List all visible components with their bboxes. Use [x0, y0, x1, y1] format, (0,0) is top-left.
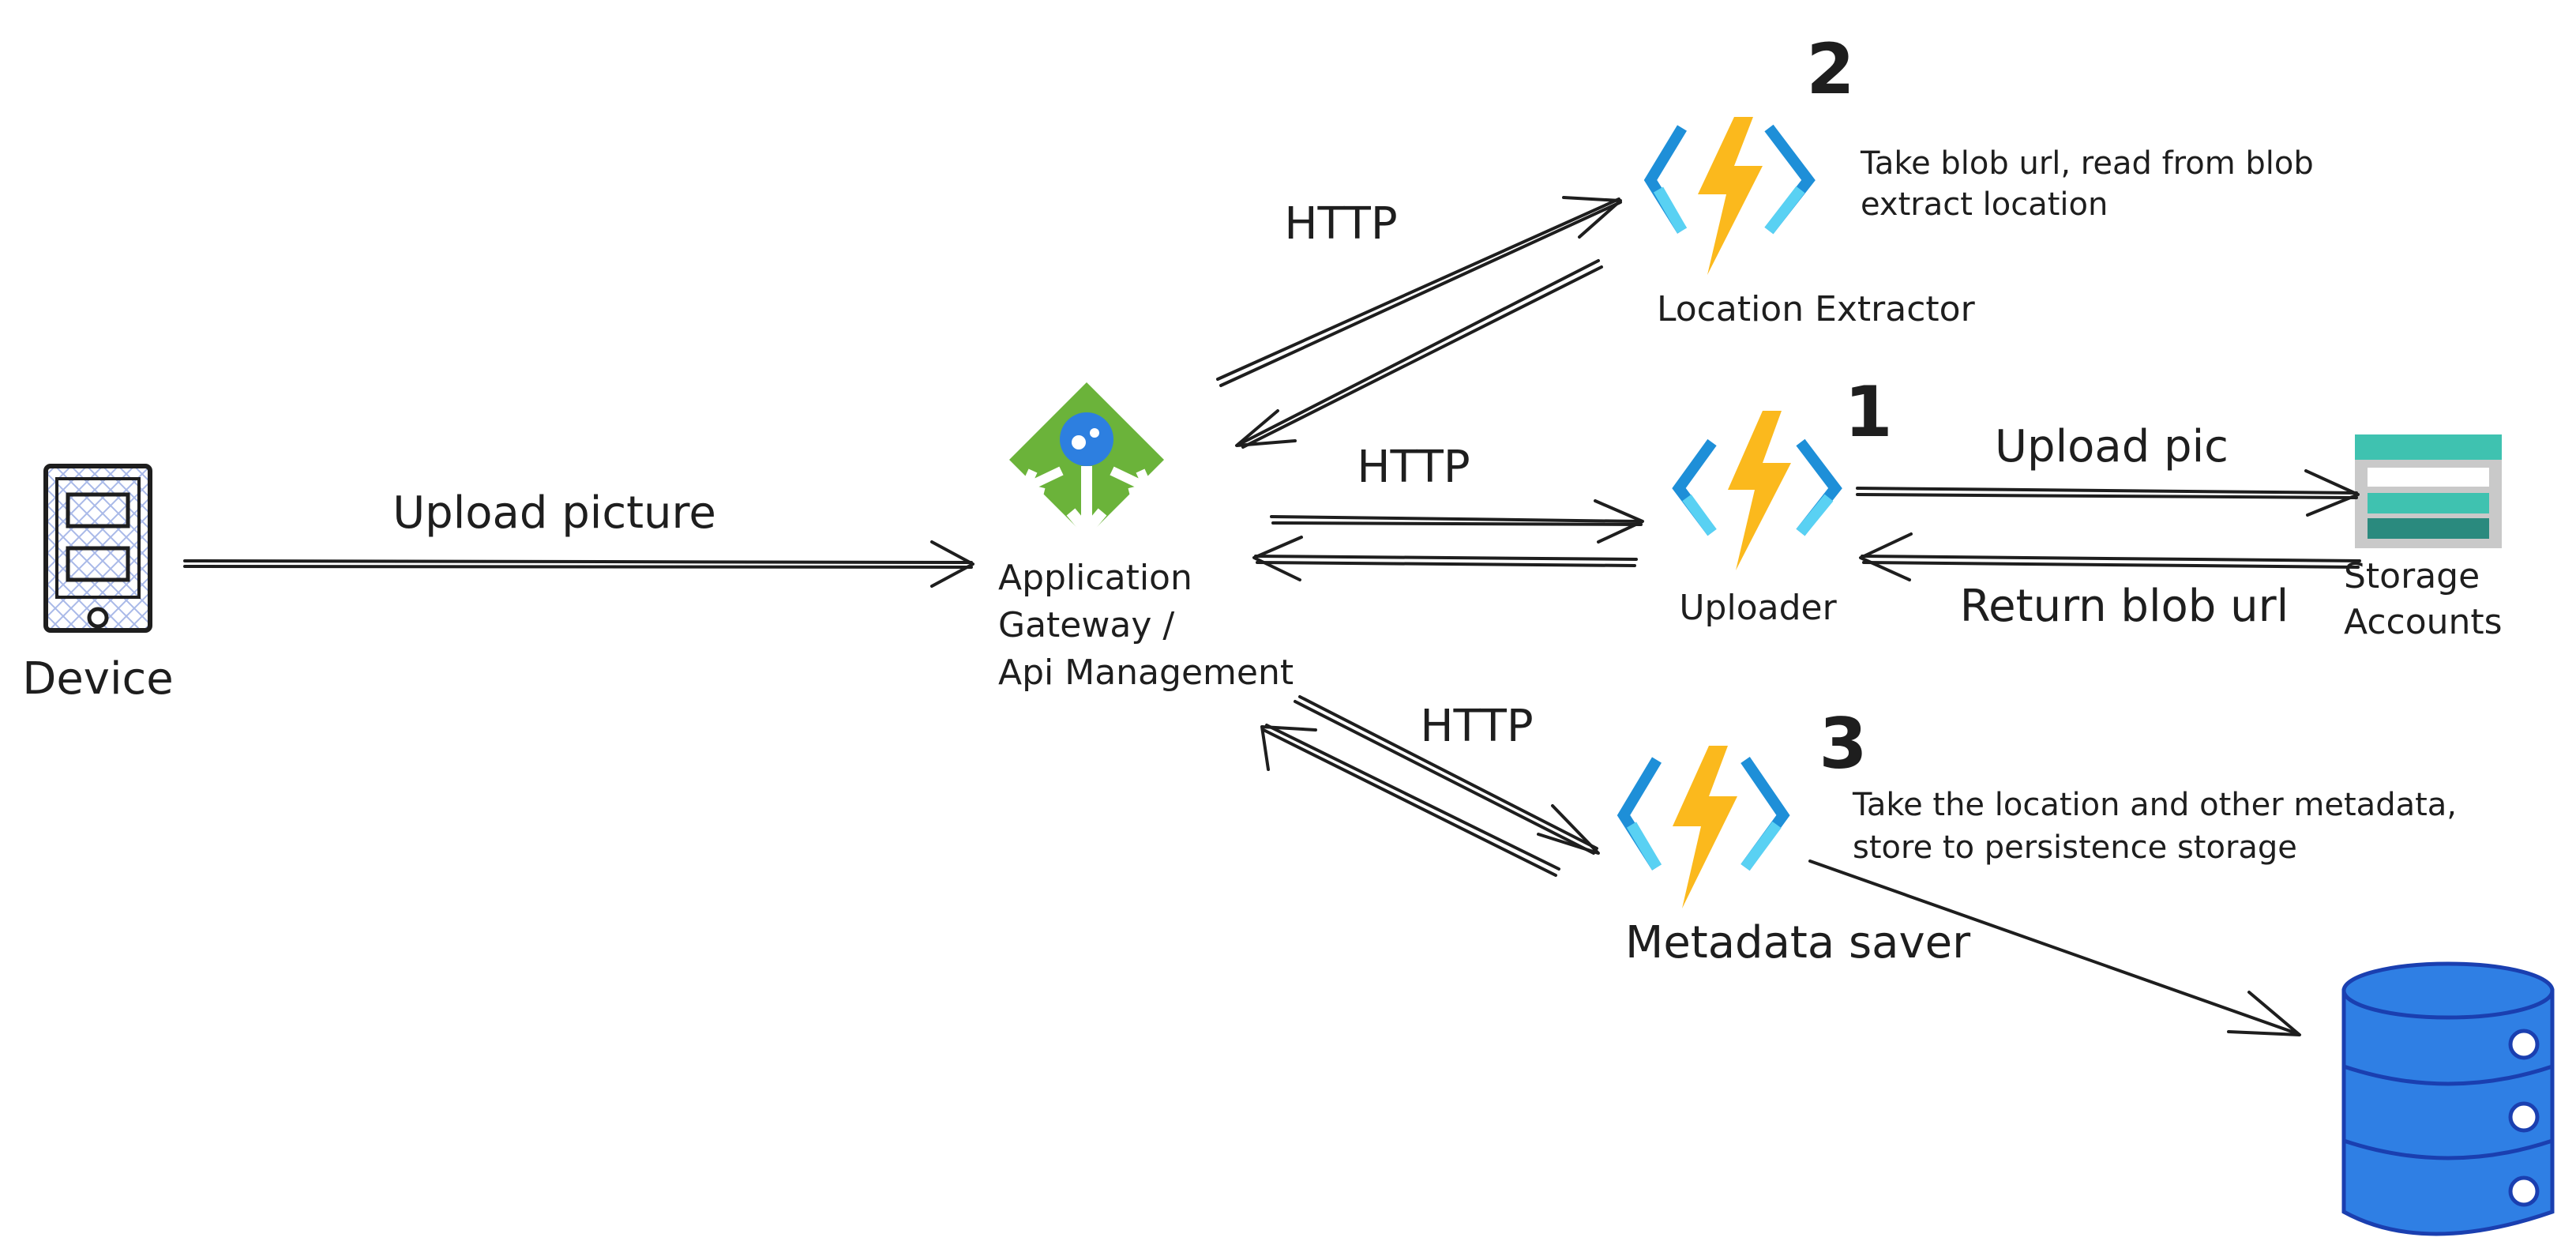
edge-return-blob-url: Return blob url: [1859, 532, 2361, 632]
database-icon: [2341, 961, 2555, 1236]
location-extractor-desc-line-2: extract location: [1861, 186, 2108, 223]
metadata-saver-desc-line-2: store to persistence storage: [1853, 829, 2297, 866]
gateway-label-line-3: Api Management: [998, 653, 1294, 693]
azure-function-icon: [1617, 746, 1790, 908]
uploader-node: 1 Uploader: [1672, 371, 1893, 628]
metadata-saver-label: Metadata saver: [1625, 917, 1971, 969]
edge-label-http-extractor: HTTP: [1284, 198, 1397, 250]
gateway-node: Application Gateway / Api Management: [998, 382, 1294, 693]
edge-label-upload-picture: Upload picture: [392, 487, 716, 539]
edge-http-extractor: HTTP: [1216, 196, 1622, 449]
edge-metadata-to-database: [1808, 859, 2301, 1036]
device-icon: [43, 464, 152, 633]
step-number-1: 1: [1844, 371, 1892, 453]
storage-account-icon: [2355, 434, 2502, 548]
metadata-saver-desc-line-1: Take the location and other metadata,: [1852, 787, 2457, 823]
step-number-3: 3: [1819, 703, 1867, 784]
location-extractor-node: 2 Location Extractor Take blob url, read…: [1643, 28, 2314, 329]
storage-node: Storage Accounts: [2344, 434, 2503, 642]
storage-label-line-1: Storage: [2344, 556, 2480, 596]
edge-label-return-blob-url: Return blob url: [1960, 581, 2289, 632]
device-node: Device: [22, 464, 174, 705]
storage-label-line-2: Accounts: [2344, 602, 2503, 642]
edge-http-metadata: HTTP: [1260, 695, 1600, 877]
uploader-label: Uploader: [1679, 588, 1837, 628]
edge-http-uploader: HTTP: [1252, 442, 1644, 581]
gateway-label-line-2: Gateway /: [998, 605, 1174, 645]
azure-function-icon: [1672, 411, 1842, 570]
step-number-2: 2: [1806, 28, 1854, 110]
location-extractor-desc-line-1: Take blob url, read from blob: [1860, 145, 2314, 182]
edge-label-http-uploader: HTTP: [1357, 442, 1470, 493]
metadata-saver-node: 3 Metadata saver Take the location and o…: [1617, 703, 2457, 969]
edge-upload-pic: Upload pic: [1856, 421, 2360, 517]
location-extractor-label: Location Extractor: [1657, 289, 1976, 329]
edge-upload-picture: Upload picture: [183, 487, 974, 588]
edge-label-http-metadata: HTTP: [1420, 701, 1533, 752]
azure-function-icon: [1643, 117, 1816, 275]
edge-label-upload-pic: Upload pic: [1995, 421, 2229, 472]
gateway-label-line-1: Application: [998, 558, 1192, 598]
application-gateway-icon: [1009, 382, 1164, 540]
device-label: Device: [22, 653, 174, 705]
